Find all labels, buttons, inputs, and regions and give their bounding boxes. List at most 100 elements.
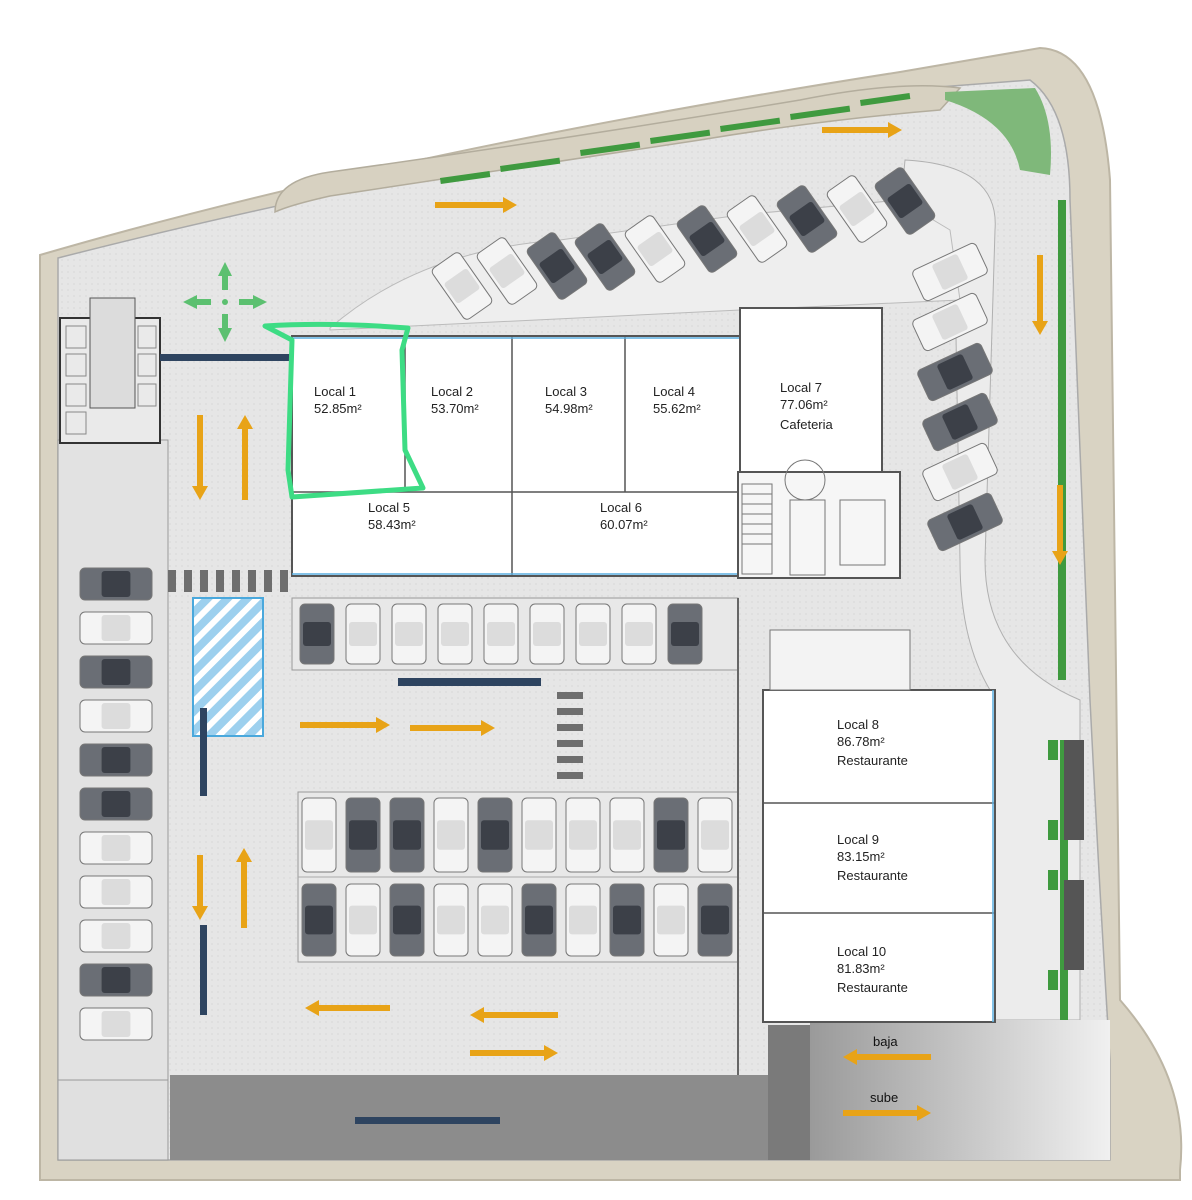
car [676,205,738,273]
local-5-area: 58.43m² [368,517,416,532]
car [79,919,153,953]
car [79,831,153,865]
car [345,883,381,957]
local-1-highlight [262,321,426,500]
local-2-area: 53.70m² [431,401,479,416]
ramp-up-label: sube [870,1090,898,1105]
car [667,603,703,665]
stairs [741,459,886,576]
car [609,797,645,873]
car [574,223,636,291]
car [912,242,988,302]
traffic-arrow [435,197,517,213]
traffic-arrow [1052,485,1068,565]
restaurant-block [762,689,996,1023]
car [826,175,888,243]
traffic-arrow [822,122,902,138]
car [301,797,337,873]
car [922,392,998,452]
car [624,215,686,283]
car [79,567,153,601]
local-8-name: Local 8 [837,717,879,732]
zebra-crossing-top [168,570,288,592]
car [565,797,601,873]
car [521,797,557,873]
local-2-name: Local 2 [431,384,473,399]
traffic-arrow [305,1000,390,1016]
car [529,603,565,665]
car [483,603,519,665]
local-3-name: Local 3 [545,384,587,399]
local-6-name: Local 6 [600,500,642,515]
traffic-arrow [410,720,495,736]
local-8-label: Local 8 86.78m² Restaurante [837,717,908,768]
car [927,492,1003,552]
car [874,167,936,235]
service-core [737,471,901,579]
car [79,655,153,689]
car [433,883,469,957]
local-8-area: 86.78m² [837,734,885,749]
traffic-arrow [843,1105,931,1121]
car [433,797,469,873]
local-4-name: Local 4 [653,384,695,399]
car [621,603,657,665]
right-stair-strip [1064,740,1084,840]
car [79,875,153,909]
traffic-arrow [237,415,253,500]
traffic-arrow [192,415,208,500]
car [389,883,425,957]
traffic-arrow [843,1049,931,1065]
local-9-use: Restaurante [837,868,908,883]
bar-mid [398,678,541,686]
car [912,292,988,352]
car [299,603,335,665]
traffic-arrows [192,122,1068,1121]
car [653,883,689,957]
local-10-name: Local 10 [837,944,886,959]
local-8-use: Restaurante [837,753,908,768]
local-7-use: Cafeteria [780,417,834,432]
car [609,883,645,957]
car [697,883,733,957]
traffic-arrow [300,717,390,733]
local-2-label: Local 2 53.70m² [431,384,479,416]
local-10-label: Local 10 81.83m² Restaurante [837,944,908,995]
local-7-name: Local 7 [780,380,822,395]
car [922,442,998,502]
local-4-area: 55.62m² [653,401,701,416]
ramp-wall [768,1025,810,1160]
local-9-area: 83.15m² [837,849,885,864]
car [776,185,838,253]
car [565,883,601,957]
local-9-name: Local 9 [837,832,879,847]
ramp-down: baja [873,1034,898,1049]
car [345,603,381,665]
traffic-arrow [192,855,208,920]
traffic-arrow [236,848,252,928]
driveway-bar [355,1117,500,1124]
car [697,797,733,873]
restroom-block [769,629,911,691]
local-4-label: Local 4 55.62m² [653,384,701,416]
zebra-crossing-mid [557,692,583,779]
car [653,797,689,873]
traffic-arrow [470,1045,558,1061]
commercial-block [291,335,741,577]
traffic-arrow [1032,255,1048,335]
car [79,787,153,821]
local-1-area: 52.85m² [314,401,362,416]
car [345,797,381,873]
car [476,237,538,305]
car [79,963,153,997]
top-left-stall [89,297,136,409]
move-arrows-icon [183,262,267,342]
car [79,699,153,733]
local-1-label: Local 1 52.85m² [314,384,362,416]
car [726,195,788,263]
bar-left-1 [200,708,207,796]
car [389,797,425,873]
hedges-top [440,93,911,184]
car [437,603,473,665]
